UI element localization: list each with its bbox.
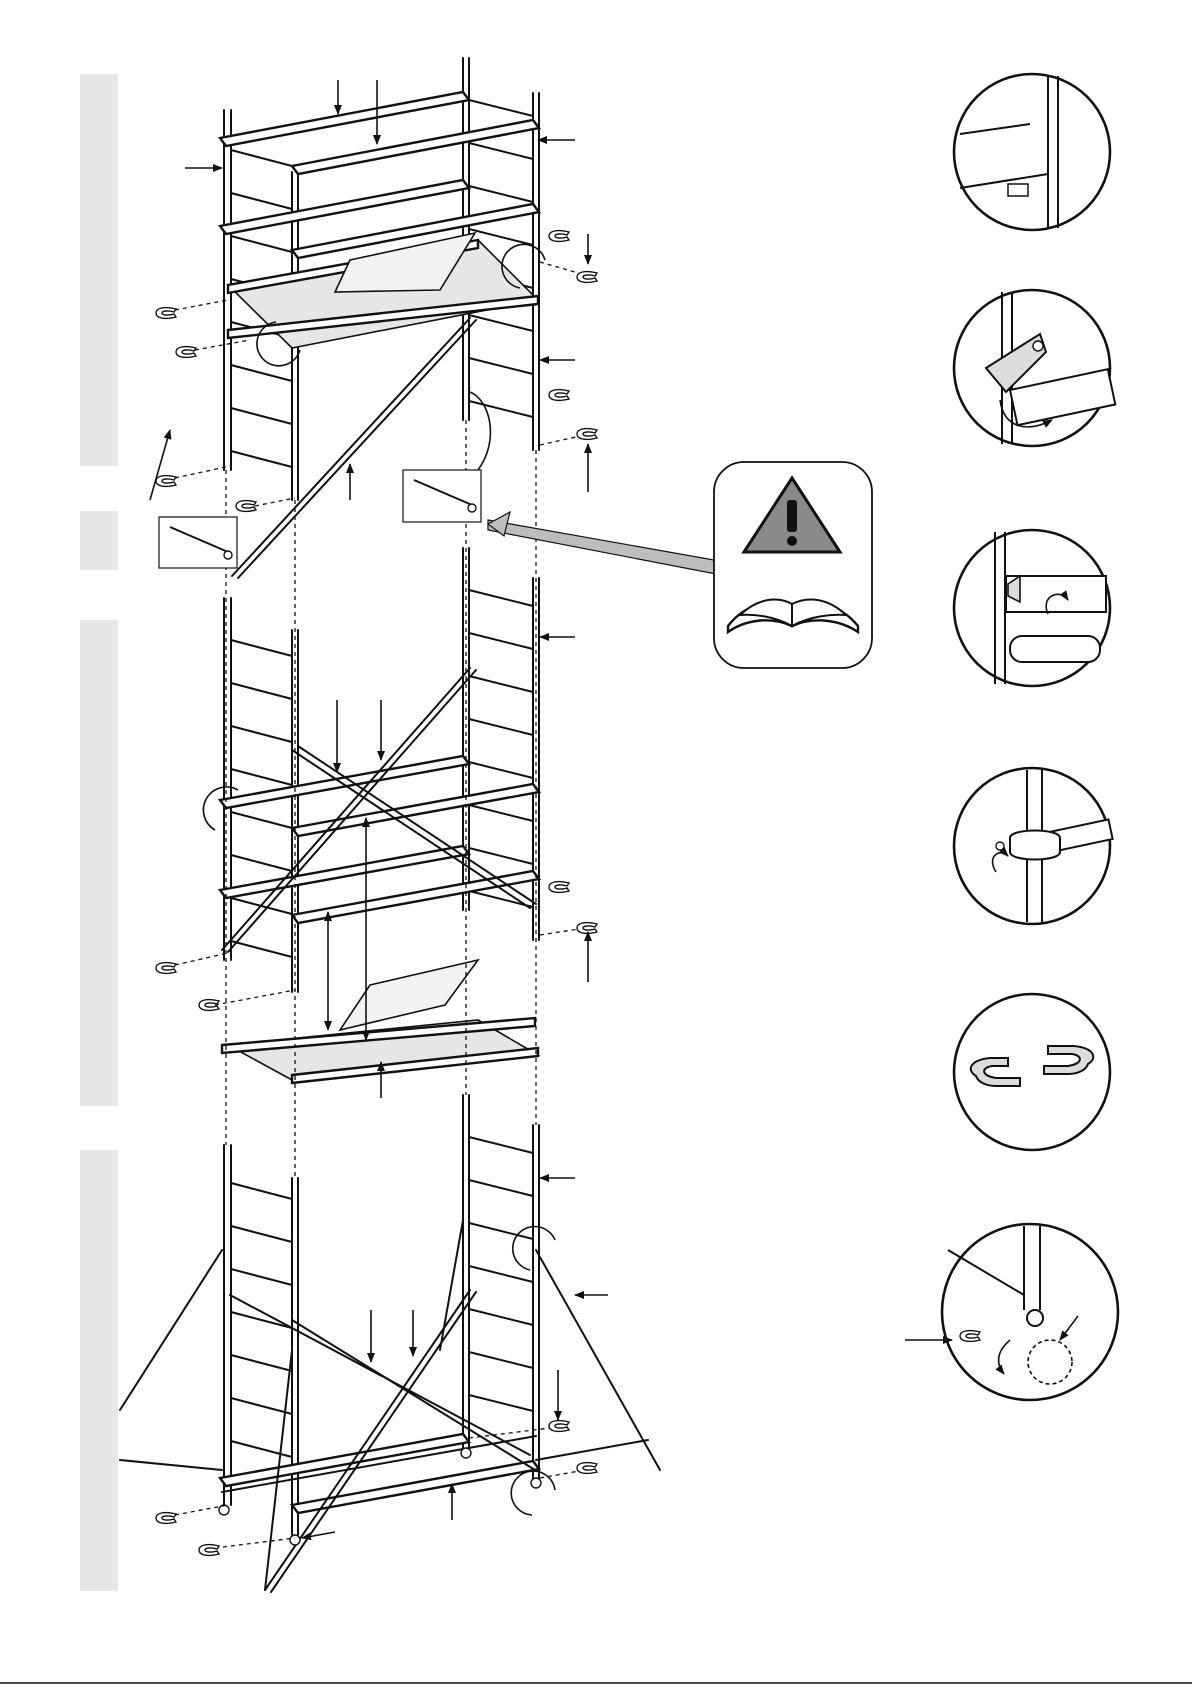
step-markers — [80, 74, 118, 1591]
frame-lock-detail — [954, 74, 1110, 230]
hook-latch-detail — [954, 290, 1115, 446]
scaffold-top-section — [220, 58, 545, 578]
hook-inset-right — [403, 392, 490, 522]
scaffold-bottom-section — [120, 1095, 660, 1592]
step-bar-4 — [80, 1150, 118, 1591]
wing-nut-detail — [954, 530, 1110, 686]
middle-trapdoor — [340, 960, 478, 1030]
c-clip-detail — [954, 994, 1110, 1150]
caster-brake-detail — [905, 1224, 1118, 1400]
warning-pointer-arrow — [488, 520, 716, 574]
hook-inset-left — [159, 517, 237, 568]
scaffold-middle-section — [203, 548, 539, 1083]
step-bar-2 — [80, 511, 118, 570]
step-bar-3 — [80, 620, 118, 1106]
step-bar-1 — [80, 74, 118, 466]
tube-clamp-detail — [954, 768, 1113, 924]
